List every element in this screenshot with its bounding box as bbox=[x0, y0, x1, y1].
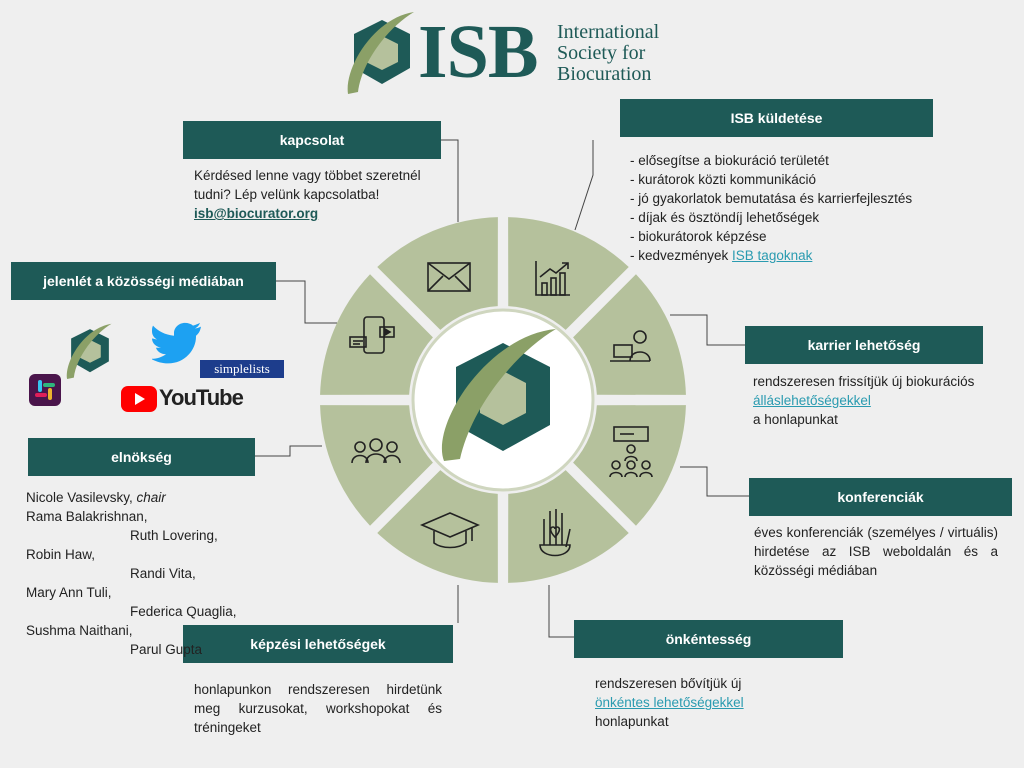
wheel-sector bbox=[320, 274, 433, 395]
wheel-sector bbox=[377, 217, 498, 330]
slack-icon[interactable] bbox=[29, 374, 61, 406]
volunteering-text: rendszeresen bővítjük új önkéntes lehető… bbox=[595, 674, 825, 731]
social-devices-icon bbox=[349, 316, 395, 354]
conference-icon bbox=[609, 426, 653, 478]
simplelists-icon[interactable]: simplelists bbox=[200, 360, 284, 378]
logo-fullname: International Society for Biocuration bbox=[557, 21, 660, 85]
graduation-cap-icon bbox=[419, 512, 481, 549]
career-text: rendszeresen frissítjük új biokurációs á… bbox=[753, 374, 975, 427]
volunteer-hand-icon bbox=[539, 509, 571, 557]
mission-item: - jó gyakorlatok bemutatása és karrierfe… bbox=[630, 191, 913, 206]
contact-description: Kérdésed lenne vagy többet szeretnél tud… bbox=[194, 168, 421, 202]
mission-item: - elősegítse a biokuráció területét bbox=[630, 153, 829, 168]
training-header: képzési lehetőségek bbox=[183, 625, 453, 663]
wheel-sector bbox=[508, 470, 629, 583]
mission-item: - díjak és ösztöndíj lehetőségek bbox=[630, 210, 820, 225]
conferences-header: konferenciák bbox=[749, 478, 1012, 516]
contact-header: kapcsolat bbox=[183, 121, 441, 159]
career-header: karrier lehetőség bbox=[745, 326, 983, 364]
isb-logo-icon bbox=[347, 12, 414, 94]
president-member: Randi Vita, bbox=[130, 566, 196, 581]
president-member: Sushma Naithani, bbox=[26, 623, 133, 638]
mission-list: - elősegítse a biokuráció területét - ku… bbox=[630, 151, 1010, 265]
envelope-icon bbox=[427, 262, 471, 292]
mission-item: - kurátorok közti kommunikáció bbox=[630, 172, 817, 187]
conferences-text: éves konferenciák (személyes / virtuális… bbox=[754, 525, 998, 578]
logo-abbr: ISB bbox=[418, 10, 539, 94]
mission-item: - kedvezmények ISB tagoknak bbox=[630, 248, 813, 263]
center-logo-icon bbox=[441, 329, 556, 461]
wheel-sector bbox=[573, 405, 686, 526]
wheel-sector bbox=[377, 470, 498, 583]
volunteer-opportunities-link[interactable]: önkéntes lehetőségekkel bbox=[595, 695, 744, 710]
wheel-sector bbox=[508, 217, 629, 330]
volunteering-header: önkéntesség bbox=[574, 620, 843, 658]
president-member: Robin Haw, bbox=[26, 547, 96, 562]
wheel-sectors bbox=[320, 217, 686, 583]
mission-header: ISB küldetése bbox=[620, 99, 933, 137]
growth-chart-icon bbox=[535, 261, 570, 296]
laptop-user-icon bbox=[610, 330, 651, 362]
president-member: Ruth Lovering, bbox=[130, 528, 218, 543]
training-text: honlapunkon rendszeresen hirdetünk meg k… bbox=[194, 682, 442, 735]
contact-text: Kérdésed lenne vagy többet szeretnél tud… bbox=[194, 166, 424, 223]
youtube-icon[interactable]: YouTube bbox=[121, 384, 244, 412]
services-wheel bbox=[320, 217, 686, 583]
president-member: Federica Quaglia, bbox=[130, 604, 237, 619]
wheel-sector bbox=[573, 274, 686, 395]
twitter-icon[interactable] bbox=[152, 322, 202, 364]
contact-email-link[interactable]: isb@biocurator.org bbox=[194, 206, 319, 221]
isb-social-icon[interactable] bbox=[63, 321, 117, 383]
presidency-header: elnökség bbox=[28, 438, 255, 476]
isb-members-link[interactable]: ISB tagoknak bbox=[732, 248, 813, 263]
president-member: Parul Gupta bbox=[130, 642, 203, 657]
president-chair: Nicole Vasilevsky, chair bbox=[26, 490, 166, 505]
mission-item: - biokurátorok képzése bbox=[630, 229, 767, 244]
president-member: Mary Ann Tuli, bbox=[26, 585, 112, 600]
people-group-icon bbox=[351, 438, 401, 464]
president-member: Rama Balakrishnan, bbox=[26, 509, 148, 524]
job-openings-link[interactable]: álláslehetőségekkel bbox=[753, 393, 871, 408]
wheel-sector bbox=[320, 405, 433, 526]
social-header: jelenlét a közösségi médiában bbox=[11, 262, 276, 300]
